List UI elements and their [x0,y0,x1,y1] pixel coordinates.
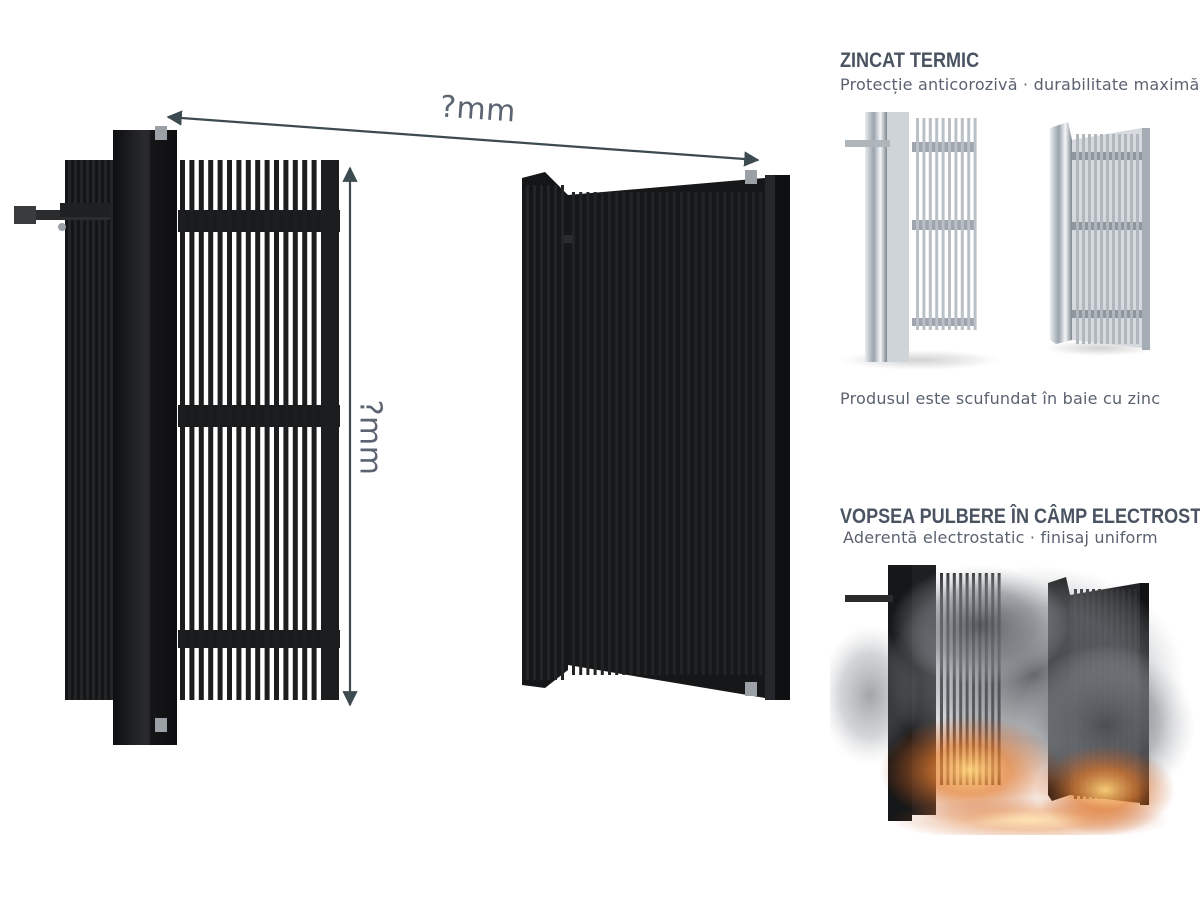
steel-slat [1118,134,1121,344]
gate-slat [572,192,575,675]
steel-slat [1082,134,1085,344]
steel-slat [1088,134,1091,344]
gate-slat [180,160,185,700]
gate-slat [651,192,655,675]
gate-slat [730,192,734,675]
gate-slat [593,192,597,675]
gate-slat [533,185,536,680]
steel-slat [954,118,958,330]
gate-slat [723,192,727,675]
gate-slat [255,160,261,700]
gate-slat [236,160,242,700]
steel-slat [916,118,919,330]
width-dimension-line [166,110,760,167]
galvanized-gate-image [840,112,1155,370]
gate-slat [586,192,590,675]
steel-slat [1112,134,1115,344]
gate-slat [680,192,683,675]
gate-slat [600,192,604,675]
gate-slat [644,192,647,675]
gate-slat [245,160,251,700]
gate-slat [737,192,741,675]
height-dimension-label: ?mm [352,399,388,476]
gate-slat [217,160,223,700]
steel-slat [922,118,926,330]
gate-slat [694,192,698,675]
powder-coated-gate-image [830,565,1195,835]
gate-slat [227,160,232,700]
galvanizing-title: ZINCAT TERMIC [840,49,980,72]
gate-slat [579,192,583,675]
powder-coating-subtitle: Aderentă electrostatic · finisaj uniform [843,528,1158,547]
gate-slat [68,160,71,700]
width-dimension-label: ?mm [438,89,518,130]
gate-slat [311,160,317,700]
steel-slat [928,118,932,330]
right-gate-leaf [522,170,790,700]
gate-slat [526,185,529,680]
gate-slat [636,192,640,675]
gate-slat [283,160,289,700]
gate-slat [554,185,557,680]
gate-slat [92,160,95,700]
galvanizing-subtitle: Protecție anticorozivă · durabilitate ma… [840,75,1200,94]
gate-slat [672,192,676,675]
gate-illustration [14,110,790,745]
gate-slat [561,185,564,680]
gate-slat [80,160,83,700]
gate-slat [292,160,298,700]
gate-slat [752,192,755,675]
gate-slat [274,160,279,700]
steel-slat [967,118,971,330]
gate-slat [321,160,326,700]
gate-slat [547,185,550,680]
galvanizing-note: Produsul este scufundat în baie cu zinc [840,389,1161,408]
gate-slat [74,160,77,700]
gate-slat [665,192,669,675]
steel-slat [960,118,964,330]
steel-slat [973,118,977,330]
steel-slat [948,118,951,330]
steel-slat [1130,134,1133,344]
steel-slat [1100,134,1103,344]
steel-slat [1124,134,1127,344]
gate-slat [658,192,662,675]
gate-slat [608,192,611,675]
gate-slat [716,192,719,675]
gate-slat [208,160,214,700]
gate-slat [86,160,89,700]
powder-coating-title: VOPSEA PULBERE ÎN CÂMP ELECTROSTATIC [840,505,1200,528]
gate-slat [110,160,113,700]
left-gate-leaf [14,126,340,745]
gate-slat [629,192,633,675]
steel-slat [1136,134,1139,344]
steel-slat [1106,134,1109,344]
gate-slat [189,160,195,700]
gate-slat [759,192,763,675]
gate-slat [687,192,691,675]
gate-slat [701,192,705,675]
steel-slat [935,118,939,330]
steel-slat [1076,134,1079,344]
gate-slat [198,160,204,700]
steel-slat [1094,134,1097,344]
gate-slat [98,160,101,700]
gate-slat [708,192,712,675]
gate-slat [540,185,543,680]
gate-slat [264,160,270,700]
steel-slat [941,118,945,330]
gate-slat [104,160,107,700]
gate-slat [302,160,308,700]
gate-slat [622,192,626,675]
gate-slat [744,192,748,675]
gate-slat [615,192,619,675]
